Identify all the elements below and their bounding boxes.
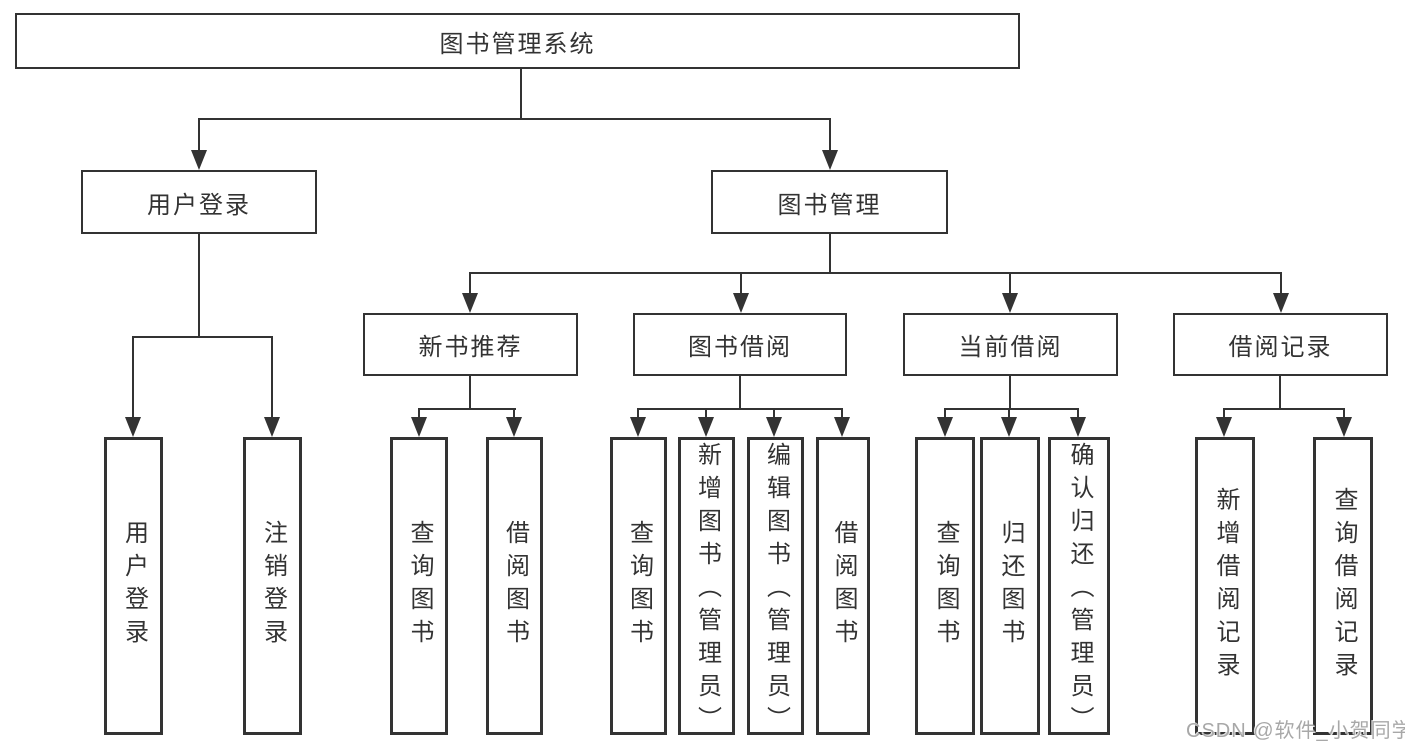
leaf-label: 借阅图书: [830, 520, 857, 652]
leaf-query-books: 查询图书: [390, 437, 448, 735]
node-user-login: 用户登录: [81, 170, 317, 234]
node-new-book-recommendation: 新书推荐: [363, 313, 578, 376]
connector-level1-bar: [198, 118, 831, 120]
leaf-label: 新增借阅记录: [1212, 487, 1239, 685]
arrow-down-icon: [1216, 417, 1232, 437]
connector-stem: [1009, 272, 1011, 295]
node-current-borrowing: 当前借阅: [903, 313, 1118, 376]
node-label: 新书推荐: [418, 334, 523, 361]
connector-stem: [418, 408, 420, 419]
leaf-label: 注销登录: [259, 520, 287, 652]
connector-stem: [740, 272, 742, 295]
arrow-down-icon: [462, 293, 478, 313]
arrow-down-icon: [125, 417, 141, 437]
leaf-label: 确认归还（管理员）: [1066, 442, 1093, 739]
arrow-down-icon: [1336, 417, 1352, 437]
leaf-confirm-return-admin: 确认归还（管理员）: [1048, 437, 1110, 739]
leaf-query-books: 查询图书: [610, 437, 667, 735]
connector-stem: [1343, 408, 1345, 419]
connector-stem: [1223, 408, 1225, 419]
arrow-down-icon: [191, 150, 207, 170]
connector-stem: [132, 336, 134, 419]
connector-stem: [1077, 408, 1079, 419]
csdn-watermark: CSDN @软件_小贺同学: [1186, 720, 1405, 742]
connector-new-book-bar: [418, 408, 516, 410]
connector-user-login-bar: [132, 336, 273, 338]
node-borrowing-records: 借阅记录: [1173, 313, 1388, 376]
connector-new-book-trunk: [469, 376, 471, 408]
leaf-label: 查询借阅记录: [1330, 487, 1357, 685]
arrow-down-icon: [1273, 293, 1289, 313]
leaf-label: 用户登录: [120, 520, 148, 652]
leaf-borrow-books: 借阅图书: [816, 437, 870, 735]
connector-stem: [271, 336, 273, 419]
node-book-management: 图书管理: [711, 170, 948, 234]
arrow-down-icon: [733, 293, 749, 313]
leaf-add-borrow-record: 新增借阅记录: [1195, 437, 1255, 735]
leaf-label: 查询图书: [625, 520, 653, 652]
connector-book-borrow-trunk: [739, 376, 741, 408]
leaf-label: 查询图书: [406, 520, 433, 652]
leaf-edit-books-admin: 编辑图书（管理员）: [747, 437, 804, 739]
leaf-user-login: 用户登录: [104, 437, 163, 735]
connector-stem: [637, 408, 639, 419]
node-label: 图书借阅: [688, 334, 792, 361]
leaf-label: 编辑图书（管理员）: [762, 442, 790, 739]
leaf-query-books: 查询图书: [915, 437, 975, 735]
connector-stem: [1280, 272, 1282, 295]
leaf-label: 归还图书: [997, 520, 1024, 652]
arrow-down-icon: [506, 417, 522, 437]
arrow-down-icon: [630, 417, 646, 437]
connector-book-mgmt-bar: [469, 272, 1282, 274]
leaf-return-books: 归还图书: [980, 437, 1040, 735]
node-label: 用户登录: [147, 191, 251, 219]
leaf-label: 借阅图书: [501, 520, 529, 652]
connector-root-trunk: [520, 69, 522, 118]
arrow-down-icon: [766, 417, 782, 437]
node-book-management-system: 图书管理系统: [15, 13, 1020, 69]
arrow-down-icon: [937, 417, 953, 437]
connector-stem: [469, 272, 471, 295]
connector-stem: [513, 408, 515, 419]
node-book-borrowing: 图书借阅: [633, 313, 847, 376]
leaf-add-books-admin: 新增图书（管理员）: [678, 437, 735, 739]
leaf-label: 新增图书（管理员）: [693, 442, 721, 739]
connector-stem: [773, 408, 775, 419]
arrow-down-icon: [1002, 293, 1018, 313]
arrow-down-icon: [264, 417, 280, 437]
connector-stem: [198, 118, 200, 152]
arrow-down-icon: [698, 417, 714, 437]
node-label: 当前借阅: [958, 334, 1063, 361]
connector-book-borrow-bar: [637, 408, 843, 410]
arrow-down-icon: [411, 417, 427, 437]
connector-borrow-records-trunk: [1279, 376, 1281, 408]
connector-current-borrow-trunk: [1009, 376, 1011, 408]
connector-book-mgmt-trunk: [829, 234, 831, 272]
arrow-down-icon: [822, 150, 838, 170]
arrow-down-icon: [1070, 417, 1086, 437]
leaf-borrow-books: 借阅图书: [486, 437, 543, 735]
connector-current-borrow-bar: [944, 408, 1079, 410]
leaf-logout: 注销登录: [243, 437, 302, 735]
connector-stem: [1008, 408, 1010, 419]
arrow-down-icon: [1001, 417, 1017, 437]
connector-stem: [944, 408, 946, 419]
connector-borrow-records-bar: [1223, 408, 1345, 410]
node-label: 借阅记录: [1228, 334, 1333, 361]
arrow-down-icon: [834, 417, 850, 437]
connector-stem: [841, 408, 843, 419]
connector-user-login-trunk: [198, 234, 200, 336]
connector-stem: [829, 118, 831, 152]
connector-stem: [705, 408, 707, 419]
leaf-label: 查询图书: [932, 520, 959, 652]
leaf-query-borrow-record: 查询借阅记录: [1313, 437, 1373, 735]
node-label: 图书管理: [777, 191, 882, 219]
node-label: 图书管理系统: [439, 30, 596, 58]
